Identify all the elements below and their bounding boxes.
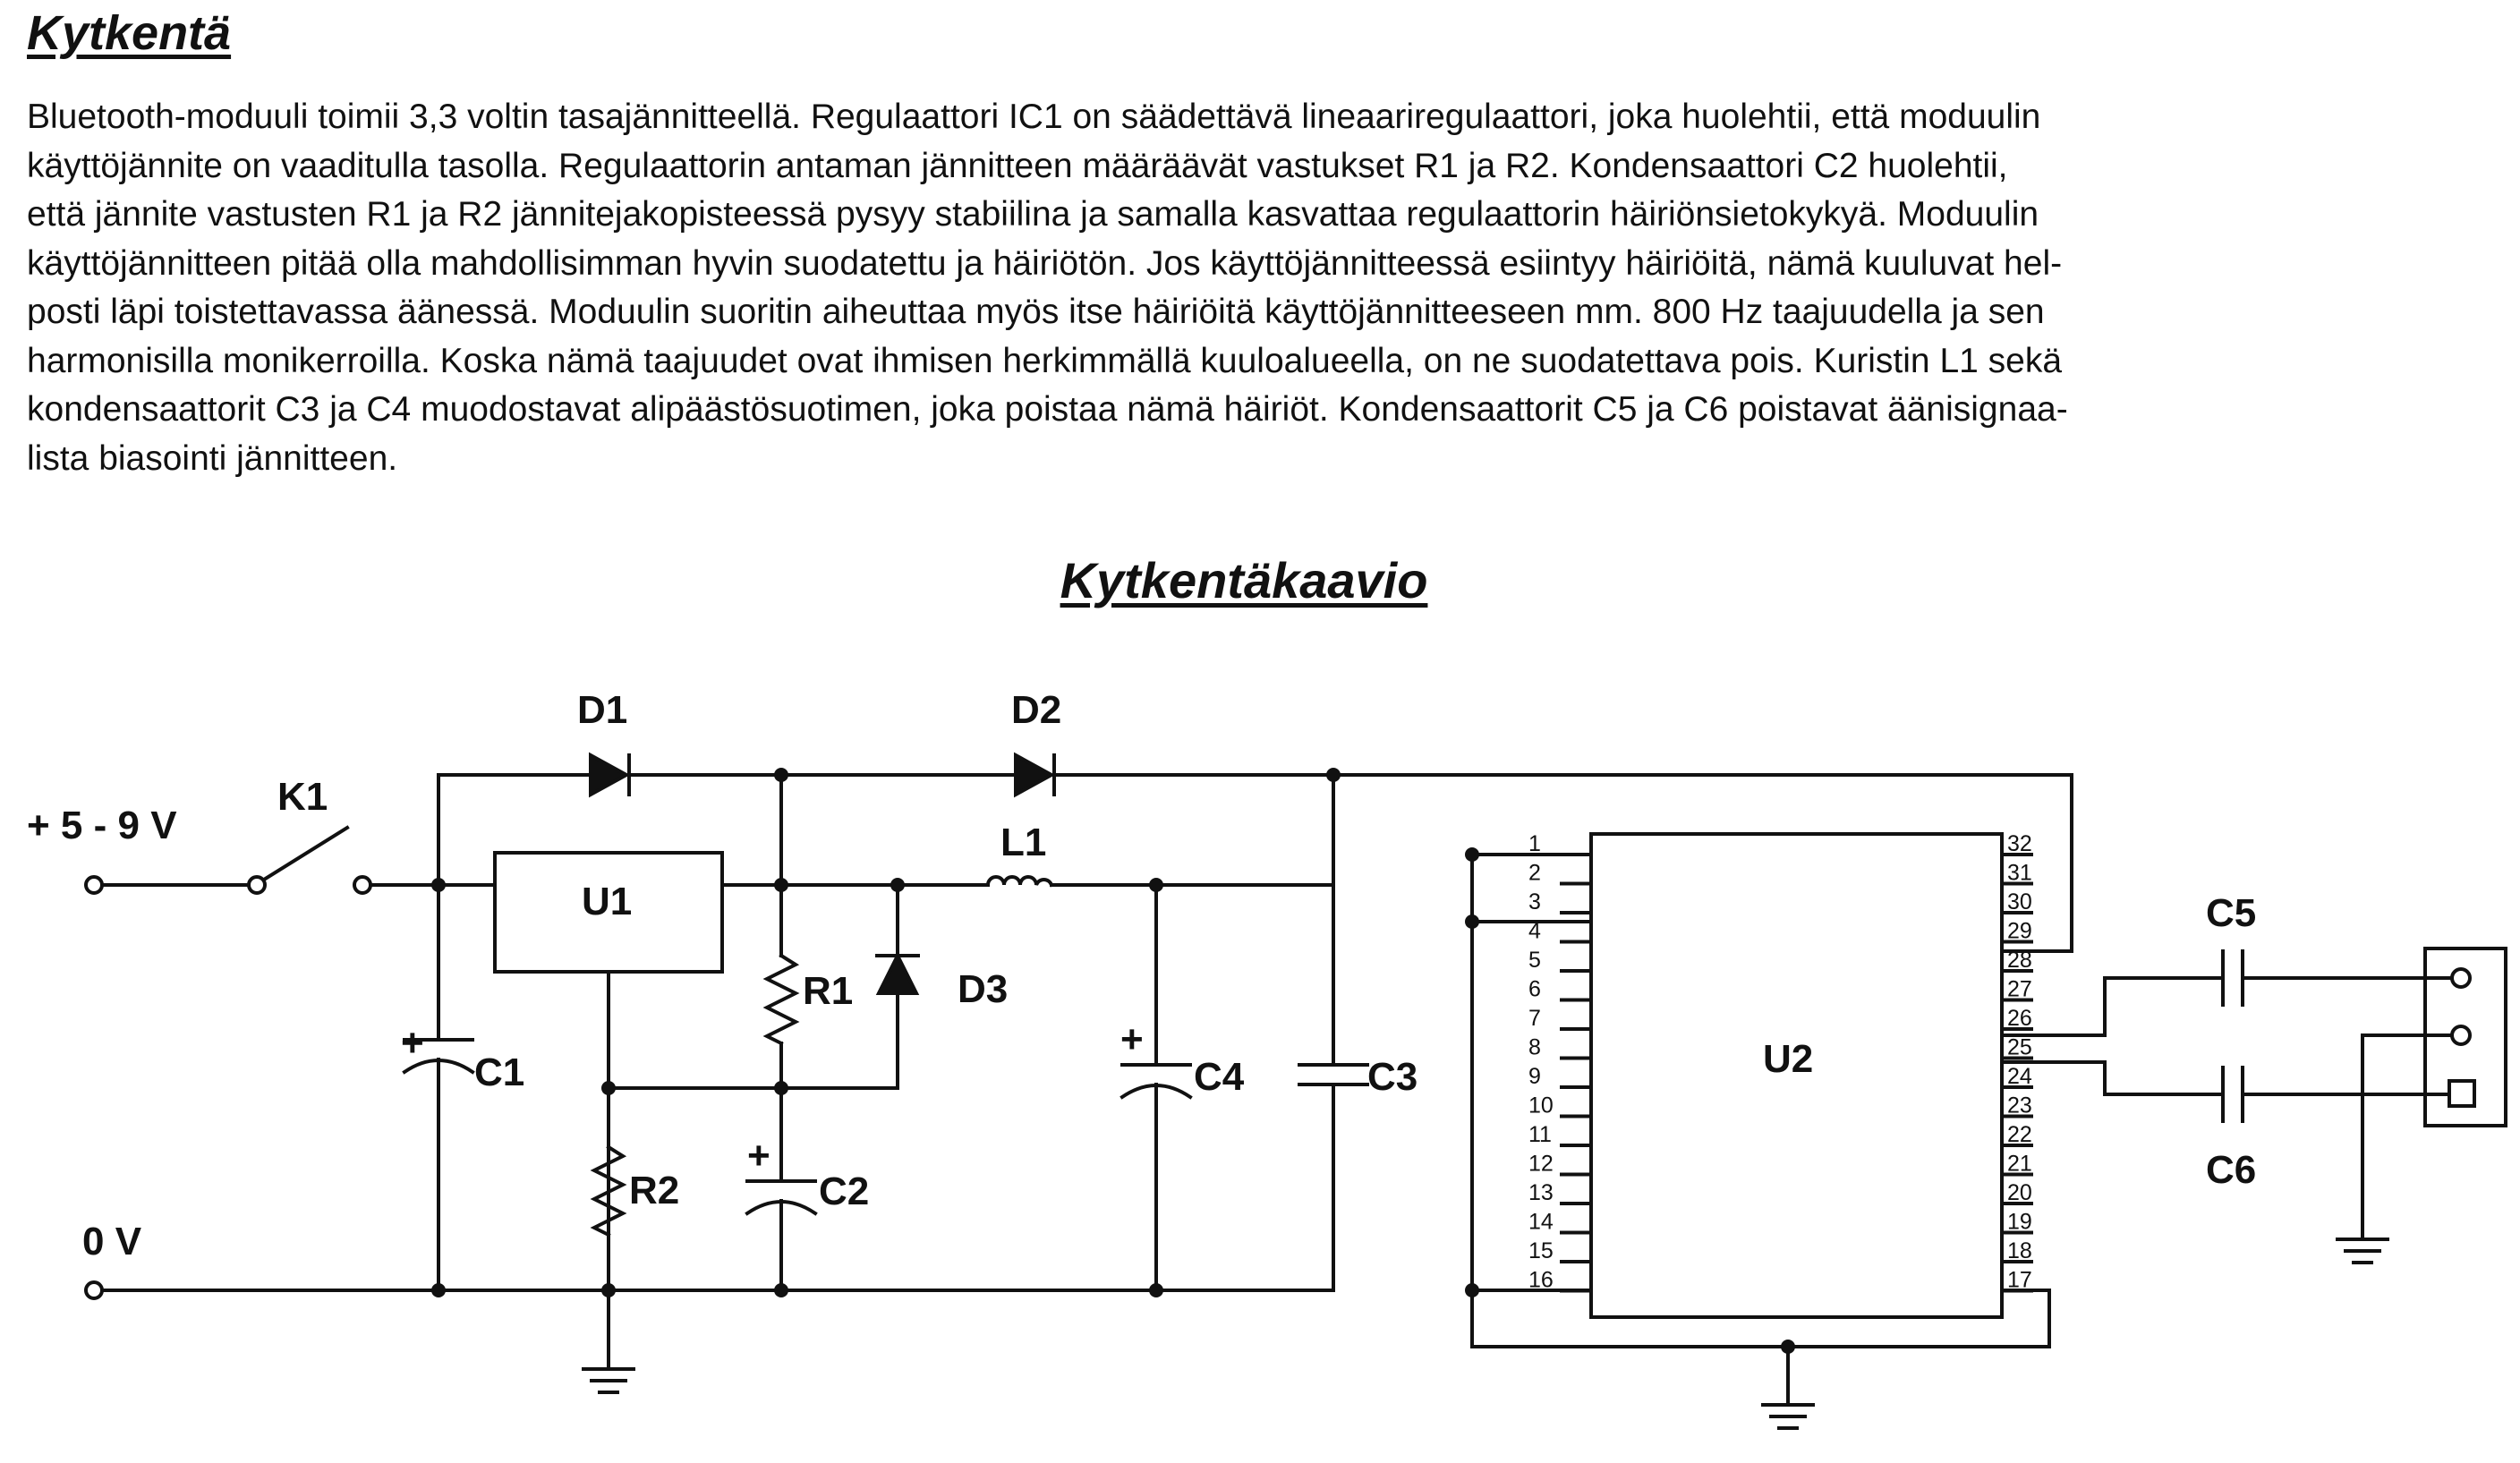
diode-d1 bbox=[589, 752, 631, 798]
module-pin-right: 23 bbox=[2007, 1093, 2032, 1119]
paragraph-line: että jännite vastusten R1 ja R2 jännitej… bbox=[27, 195, 2039, 234]
diode-d2 bbox=[1014, 752, 1056, 798]
cap6-label: C6 bbox=[2206, 1148, 2256, 1192]
module-pin-left: 11 bbox=[1528, 1122, 1552, 1147]
diode-d3 bbox=[875, 883, 920, 1090]
cap2-label: C2 bbox=[819, 1170, 869, 1213]
module-pin-labels: 1234567891011121314151632313029282726252… bbox=[1528, 831, 2032, 1293]
supply-input-wire bbox=[84, 825, 497, 895]
module-pin-right: 21 bbox=[2007, 1152, 2032, 1177]
module-pin-right: 28 bbox=[2007, 948, 2032, 973]
bluetooth-module-u2 bbox=[1589, 832, 2004, 1319]
paragraph-line: harmonisilla monikerroilla. Koska nämä t… bbox=[27, 341, 2063, 380]
diode3-label: D3 bbox=[958, 967, 1008, 1011]
diode2-label: D2 bbox=[1011, 688, 1061, 732]
module-pin-left: 2 bbox=[1528, 861, 1541, 886]
module-pin-left: 3 bbox=[1528, 889, 1541, 914]
cap4-label: C4 bbox=[1194, 1055, 1245, 1099]
capacitor-c4 bbox=[1120, 883, 1193, 1292]
top-rail bbox=[437, 773, 2073, 953]
cap3-label: C3 bbox=[1367, 1055, 1418, 1099]
paragraph-line: käyttöjännite on vaaditulla tasolla. Reg… bbox=[27, 146, 2008, 185]
module-pin-right: 25 bbox=[2007, 1035, 2032, 1060]
ground-rail bbox=[84, 1280, 1335, 1394]
paragraph-line: kondensaattorit C3 ja C4 muodostavat ali… bbox=[27, 390, 2068, 429]
ground-label: 0 V bbox=[82, 1220, 142, 1263]
regulator-label: U1 bbox=[582, 880, 632, 923]
capacitor-c2 bbox=[745, 1153, 818, 1292]
module-pin-left: 1 bbox=[1528, 831, 1541, 856]
paragraph-line: posti läpi toistettavassa äänessä. Moduu… bbox=[27, 293, 2045, 331]
inductor-l1 bbox=[974, 875, 1054, 888]
resistor1-label: R1 bbox=[803, 969, 853, 1013]
description-paragraph: Bluetooth-moduuli toimii 3,3 voltin tasa… bbox=[27, 93, 2497, 483]
cap5-label: C5 bbox=[2206, 891, 2256, 935]
module-pin-right: 31 bbox=[2007, 861, 2032, 886]
module-pin-right: 29 bbox=[2007, 919, 2032, 944]
module-pin-right: 18 bbox=[2007, 1238, 2032, 1263]
module-pin-left: 13 bbox=[1528, 1180, 1554, 1205]
polarity-mark-c1: + bbox=[401, 1021, 424, 1065]
switch-label: K1 bbox=[277, 775, 328, 819]
capacitor-c3 bbox=[1298, 773, 1369, 1292]
module-pin-right: 27 bbox=[2007, 977, 2032, 1002]
resistor-r2 bbox=[590, 1086, 627, 1292]
resistor-r1 bbox=[762, 773, 800, 1156]
paragraph-line: lista biasointi jännitteen. bbox=[27, 438, 398, 478]
cap1-label: C1 bbox=[474, 1050, 524, 1094]
diode1-label: D1 bbox=[577, 688, 627, 732]
module-pin-left: 10 bbox=[1528, 1093, 1554, 1119]
module-pin-left: 14 bbox=[1528, 1210, 1554, 1235]
module-pin-left: 7 bbox=[1528, 1006, 1541, 1031]
page-heading: Kytkentä bbox=[27, 6, 232, 60]
junction-dots bbox=[431, 768, 1795, 1354]
module-pin-right: 30 bbox=[2007, 889, 2032, 914]
module-pin-left: 4 bbox=[1528, 919, 1541, 944]
audio-output bbox=[2000, 947, 2507, 1264]
module-pin-left: 15 bbox=[1528, 1238, 1554, 1263]
resistor2-label: R2 bbox=[629, 1169, 679, 1212]
polarity-mark-c2: + bbox=[747, 1134, 770, 1178]
module-pin-right: 32 bbox=[2007, 831, 2032, 856]
polarity-mark-c4: + bbox=[1120, 1017, 1144, 1061]
diagram-title: Kytkentäkaavio bbox=[1060, 552, 1428, 608]
inductor-label: L1 bbox=[1000, 821, 1046, 864]
module-pin-right: 19 bbox=[2007, 1210, 2032, 1235]
module-pin-left: 16 bbox=[1528, 1268, 1554, 1293]
module-pin-left: 12 bbox=[1528, 1152, 1554, 1177]
module-pin-left: 5 bbox=[1528, 948, 1541, 973]
module-pin-right: 24 bbox=[2007, 1064, 2032, 1089]
module-pin-left: 8 bbox=[1528, 1035, 1541, 1060]
module-left-bus bbox=[1470, 853, 2051, 1430]
module-pin-right: 22 bbox=[2007, 1122, 2032, 1147]
supply-label: + 5 - 9 V bbox=[27, 804, 177, 847]
paragraph-line: käyttöjännitteen pitää olla mahdollisimm… bbox=[27, 243, 2063, 283]
paragraph-line: Bluetooth-moduuli toimii 3,3 voltin tasa… bbox=[27, 98, 2041, 136]
module-pin-left: 9 bbox=[1528, 1064, 1541, 1089]
module-pin-right: 20 bbox=[2007, 1180, 2032, 1205]
c1-branch bbox=[402, 773, 475, 1292]
module-pin-right: 17 bbox=[2007, 1268, 2032, 1293]
module-pin-left: 6 bbox=[1528, 977, 1541, 1002]
module-label: U2 bbox=[1763, 1037, 1813, 1081]
module-pin-right: 26 bbox=[2007, 1006, 2032, 1031]
